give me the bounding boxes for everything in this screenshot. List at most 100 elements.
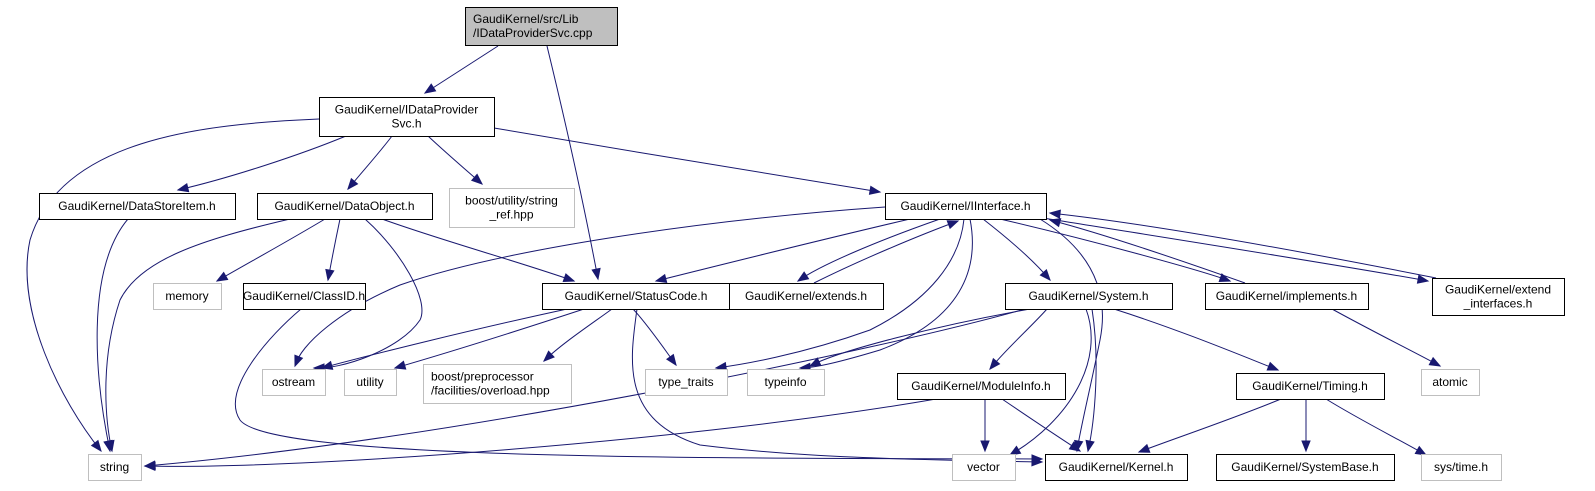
node-box[interactable] [1205, 283, 1369, 310]
arrowhead-icon [470, 173, 484, 185]
node-box[interactable] [885, 193, 1047, 220]
node-box[interactable] [319, 97, 495, 137]
node-box[interactable] [88, 454, 142, 481]
edge-line [1009, 308, 1092, 456]
edge-timing-to-kernel [1137, 398, 1282, 453]
node-dsi[interactable]: GaudiKernel/DataStoreItem.h [39, 193, 236, 220]
node-impl[interactable]: GaudiKernel/implements.h [1205, 283, 1369, 310]
edge-line [313, 218, 423, 369]
edge-line [427, 135, 483, 185]
arrowhead-icon [294, 354, 304, 368]
node-box[interactable] [39, 193, 236, 220]
node-root[interactable]: GaudiKernel/src/Lib/IDataProviderSvc.cpp [465, 7, 618, 46]
node-kernel[interactable]: GaudiKernel/Kernel.h [1045, 454, 1188, 481]
node-label: Svc.h [391, 117, 421, 131]
node-label: GaudiKernel/System.h [1028, 289, 1148, 303]
node-box[interactable] [1005, 283, 1173, 310]
node-typetraits[interactable]: type_traits [645, 369, 728, 396]
arrowhead-icon [1048, 209, 1061, 219]
node-box[interactable] [1045, 454, 1188, 481]
node-box[interactable] [897, 373, 1066, 400]
node-box[interactable] [423, 364, 572, 404]
edge-status-to-typetraits [632, 308, 677, 367]
edge-impl-to-iif [1048, 218, 1246, 284]
node-box[interactable] [1432, 278, 1565, 316]
edge-line [632, 308, 677, 366]
edge-system-to-timing [1113, 308, 1280, 371]
edge-root-to-idps [423, 45, 499, 94]
edge-line [294, 206, 886, 367]
node-modinfo[interactable]: GaudiKernel/ModuleInfo.h [897, 373, 1066, 400]
edge-line [26, 118, 320, 452]
arrowhead-icon [1414, 445, 1428, 456]
node-box[interactable] [1421, 369, 1480, 396]
node-label: GaudiKernel/DataStoreItem.h [58, 199, 215, 213]
node-string[interactable]: string [88, 454, 142, 481]
node-box[interactable] [257, 193, 433, 220]
node-label: boost/preprocessor [431, 370, 534, 384]
edge-dobj-to-classid [325, 218, 341, 282]
node-box[interactable] [645, 369, 728, 396]
edge-line [1113, 308, 1279, 371]
node-box[interactable] [465, 7, 618, 46]
node-timing[interactable]: GaudiKernel/Timing.h [1236, 373, 1385, 400]
node-vector[interactable]: vector [952, 454, 1016, 481]
node-box[interactable] [153, 283, 222, 310]
node-iif[interactable]: GaudiKernel/IInterface.h [885, 193, 1047, 220]
node-box[interactable] [344, 369, 397, 396]
edge-system-to-kernel [1085, 308, 1097, 453]
node-overload[interactable]: boost/preprocessor/facilities/overload.h… [423, 364, 572, 404]
node-idps[interactable]: GaudiKernel/IDataProviderSvc.h [319, 97, 495, 137]
edge-line [1039, 218, 1103, 452]
node-label: GaudiKernel/extend [1445, 283, 1551, 297]
node-extif[interactable]: GaudiKernel/extend_interfaces.h [1432, 278, 1565, 316]
node-box[interactable] [542, 283, 731, 310]
edge-line [234, 308, 1043, 460]
node-box[interactable] [262, 369, 326, 396]
node-sysbase[interactable]: GaudiKernel/SystemBase.h [1216, 454, 1395, 481]
edge-line [144, 398, 937, 467]
node-box[interactable] [1216, 454, 1395, 481]
node-box[interactable] [243, 283, 366, 310]
arrowhead-icon [591, 267, 601, 281]
edge-iif-to-ostream [294, 206, 886, 368]
node-box[interactable] [729, 283, 884, 310]
node-box[interactable] [747, 369, 825, 396]
edge-modinfo-to-string [143, 398, 937, 471]
edge-modinfo-to-kernel [1001, 398, 1082, 452]
node-dobj[interactable]: GaudiKernel/DataObject.h [257, 193, 433, 220]
edge-line [1087, 308, 1097, 452]
edge-line [546, 45, 599, 280]
edge-line [813, 220, 959, 284]
node-status[interactable]: GaudiKernel/StatusCode.h [542, 283, 731, 310]
node-system[interactable]: GaudiKernel/System.h [1005, 283, 1173, 310]
arrowhead-icon [946, 220, 960, 230]
node-box[interactable] [449, 188, 575, 228]
node-ostream[interactable]: ostream [262, 369, 326, 396]
edge-dobj-to-memory [215, 218, 326, 282]
edge-iif-to-status [654, 218, 911, 284]
node-systime[interactable]: sys/time.h [1421, 454, 1502, 481]
node-typeinfo[interactable]: typeinfo [747, 369, 825, 396]
arrowhead-icon [868, 185, 882, 195]
edge-line [797, 218, 941, 282]
node-box[interactable] [952, 454, 1016, 481]
node-atomic[interactable]: atomic [1421, 369, 1480, 396]
edges-layer [26, 45, 1442, 471]
node-memory[interactable]: memory [153, 283, 222, 310]
node-sref[interactable]: boost/utility/string_ref.hpp [449, 188, 575, 228]
node-classid[interactable]: GaudiKernel/ClassID.h [243, 283, 366, 310]
node-box[interactable] [1421, 454, 1502, 481]
node-extends[interactable]: GaudiKernel/extends.h [729, 283, 884, 310]
edge-iif-to-extif [1042, 217, 1430, 284]
edge-line [96, 218, 129, 452]
node-utility[interactable]: utility [344, 369, 397, 396]
node-label: GaudiKernel/Timing.h [1252, 379, 1368, 393]
arrowhead-icon [1137, 443, 1151, 453]
edge-status-to-overload [543, 308, 613, 362]
edge-line [1049, 219, 1246, 284]
arrowhead-icon [1085, 439, 1095, 453]
node-label: GaudiKernel/StatusCode.h [565, 289, 708, 303]
node-box[interactable] [1236, 373, 1385, 400]
